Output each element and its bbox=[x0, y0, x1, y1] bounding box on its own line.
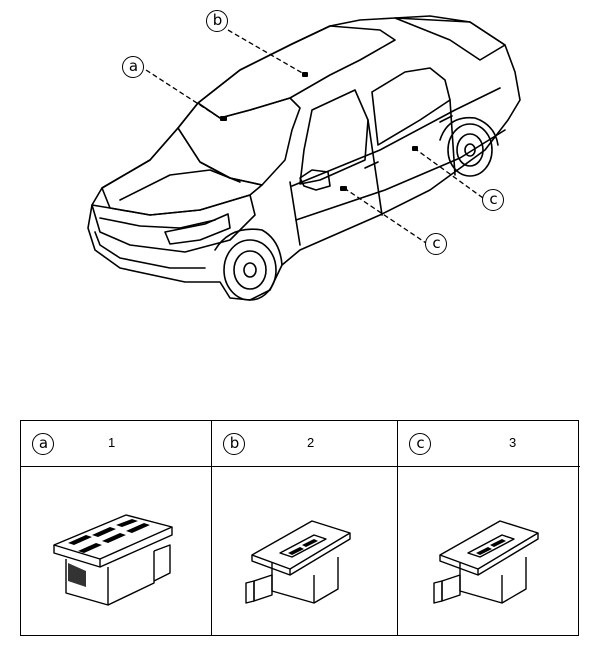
part-number: 3 bbox=[509, 435, 517, 450]
callout-b-letter: b bbox=[212, 11, 223, 29]
leader-c-front bbox=[343, 187, 427, 244]
column-letter: c bbox=[416, 434, 425, 452]
leader-c-rear bbox=[413, 147, 484, 199]
callout-a-letter: a bbox=[128, 57, 139, 75]
front-bumper bbox=[91, 194, 256, 253]
side-mirror bbox=[299, 169, 331, 191]
callout-ring bbox=[122, 56, 144, 78]
callout-b: b bbox=[223, 433, 245, 455]
callout-ring bbox=[482, 189, 504, 211]
marker-a-driver-switch bbox=[220, 116, 227, 121]
parts-table: a 1 bbox=[20, 420, 580, 636]
callout-ring bbox=[425, 233, 447, 255]
callout-a: a bbox=[122, 56, 144, 78]
parts-column-b: b 2 bbox=[211, 421, 397, 635]
part-number: 2 bbox=[307, 435, 315, 450]
callout-ring bbox=[206, 10, 228, 32]
part-number: 1 bbox=[108, 435, 116, 450]
passenger-window-switch-image bbox=[245, 520, 351, 604]
callout-c-rear-letter: c bbox=[489, 190, 498, 208]
callout-ring bbox=[32, 433, 54, 455]
marker-c-front-door-switch bbox=[340, 186, 347, 191]
driver-multi-window-switch-image bbox=[53, 514, 173, 606]
grille bbox=[99, 217, 216, 229]
callout-ring bbox=[409, 433, 431, 455]
rear-wheel bbox=[447, 123, 493, 177]
marker-b-passenger-switch bbox=[302, 72, 308, 77]
column-letter: a bbox=[38, 434, 49, 452]
leader-a bbox=[145, 69, 221, 119]
parts-column-header: a 1 bbox=[21, 421, 211, 467]
headlamp bbox=[164, 213, 231, 245]
parts-column-c: c 3 bbox=[397, 421, 580, 635]
callout-a: a bbox=[32, 433, 54, 455]
door-split-line bbox=[367, 119, 383, 216]
car-illustration: a b c c bbox=[87, 10, 521, 301]
parts-column-header: b 2 bbox=[212, 421, 397, 467]
column-letter: b bbox=[229, 434, 240, 452]
front-side-window bbox=[299, 89, 369, 185]
callout-c-front-letter: c bbox=[432, 234, 441, 252]
callout-ring bbox=[223, 433, 245, 455]
parts-column-a: a 1 bbox=[21, 421, 211, 635]
front-wheel bbox=[223, 239, 277, 301]
callout-c: c bbox=[409, 433, 431, 455]
parts-column-header: c 3 bbox=[398, 421, 580, 467]
callout-c-rear: c bbox=[482, 189, 504, 211]
trunk-lid bbox=[394, 17, 506, 61]
rear-window-switch-image bbox=[433, 520, 539, 604]
leader-b bbox=[227, 29, 305, 75]
callout-c-front: c bbox=[425, 233, 447, 255]
callout-b: b bbox=[206, 10, 228, 32]
sedan-drawing bbox=[87, 15, 521, 301]
hood bbox=[101, 127, 263, 216]
belt-line bbox=[291, 87, 501, 187]
front-door-line bbox=[289, 181, 301, 246]
rear-side-window bbox=[371, 67, 451, 146]
